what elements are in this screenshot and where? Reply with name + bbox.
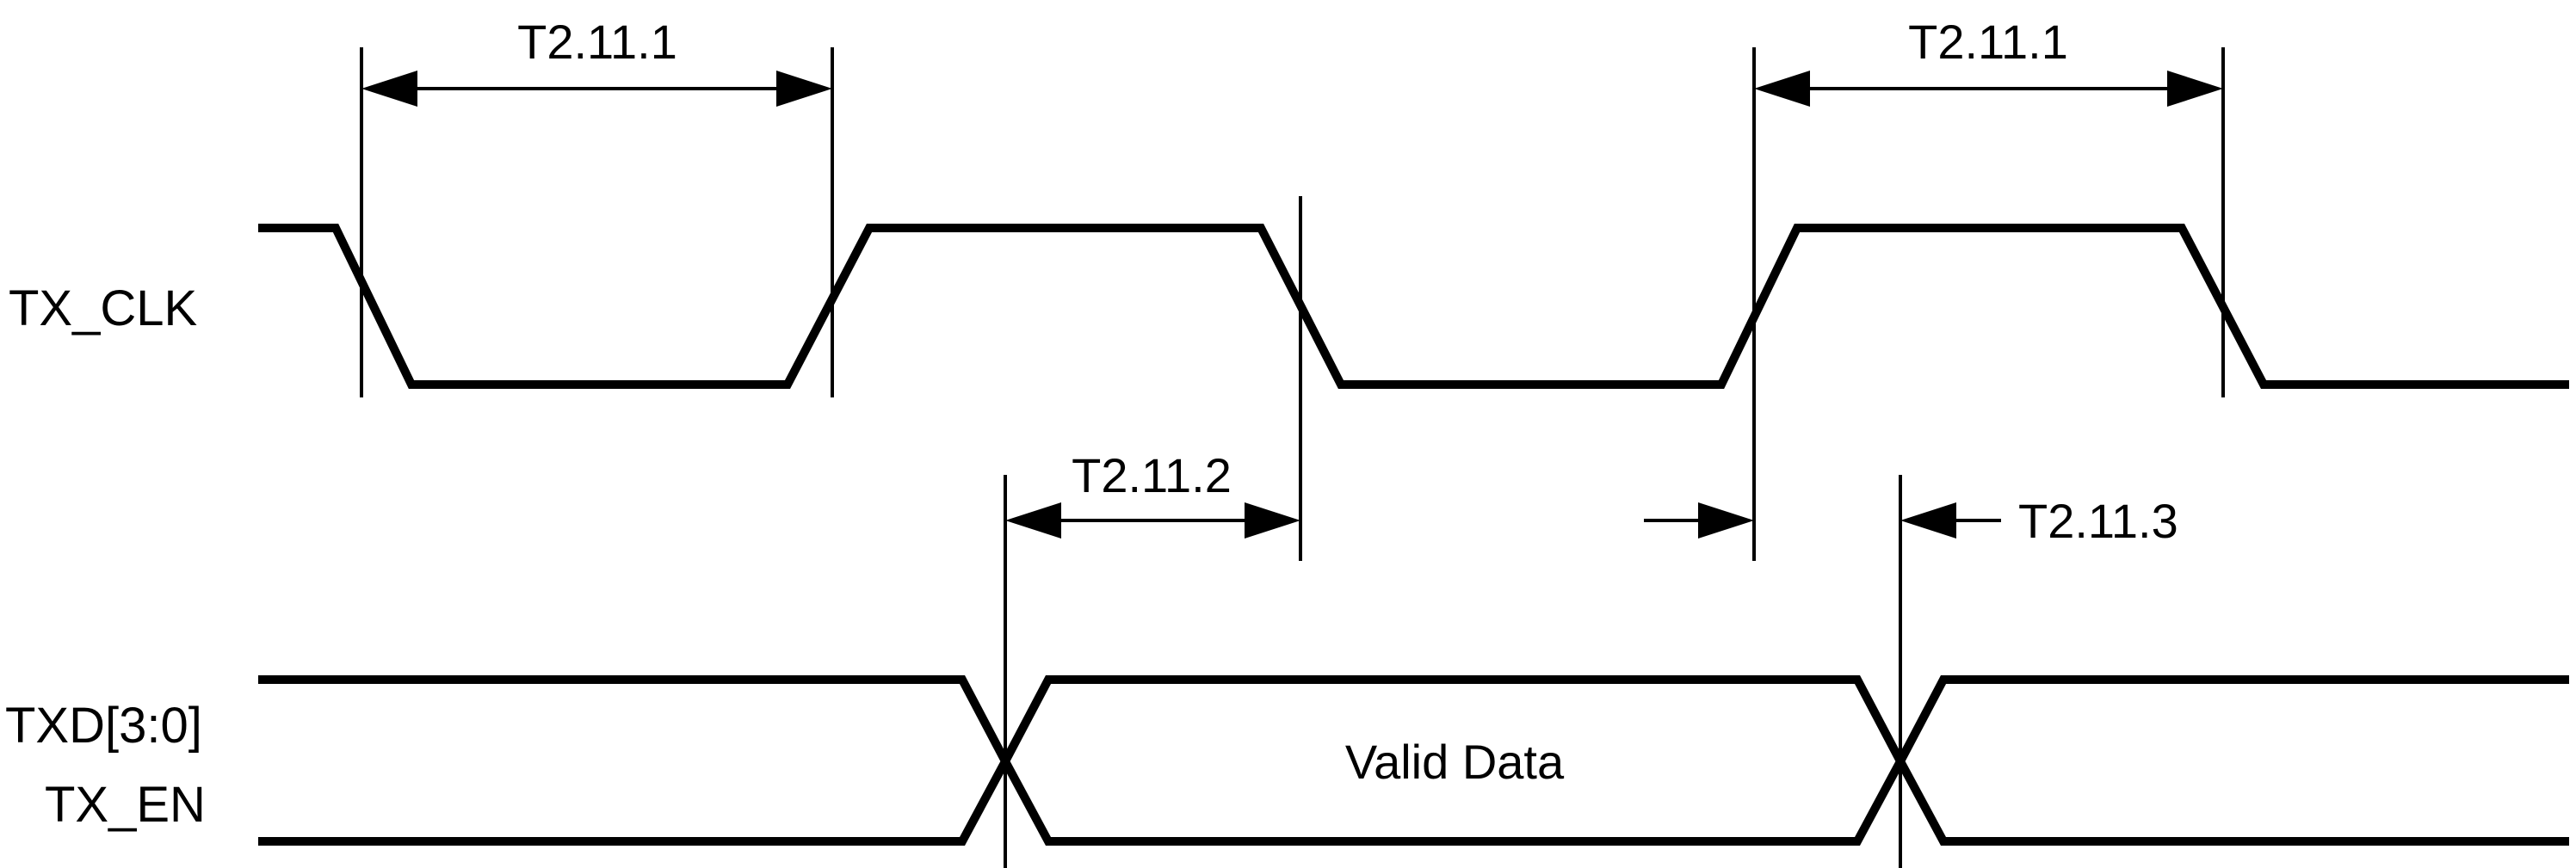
txd-lower-rail [258, 752, 2569, 846]
signal-label-txd: TXD[3:0] [5, 698, 202, 754]
signal-label-tx-en: TX_EN [45, 777, 206, 833]
label-hold: T2.11.3 [2018, 494, 2178, 548]
dimension-hold [1644, 502, 2001, 539]
dimension-setup [1005, 502, 1300, 539]
label-setup: T2.11.2 [1072, 448, 1232, 502]
label-period-left: T2.11.1 [517, 15, 677, 69]
dimension-period-left [361, 71, 832, 107]
valid-data-label: Valid Data [1345, 735, 1565, 789]
txd-upper-rail [258, 675, 2569, 771]
signal-label-tx-clk: TX_CLK [9, 280, 198, 336]
dimension-period-right [1754, 71, 2223, 107]
label-period-right: T2.11.1 [1908, 15, 2068, 69]
